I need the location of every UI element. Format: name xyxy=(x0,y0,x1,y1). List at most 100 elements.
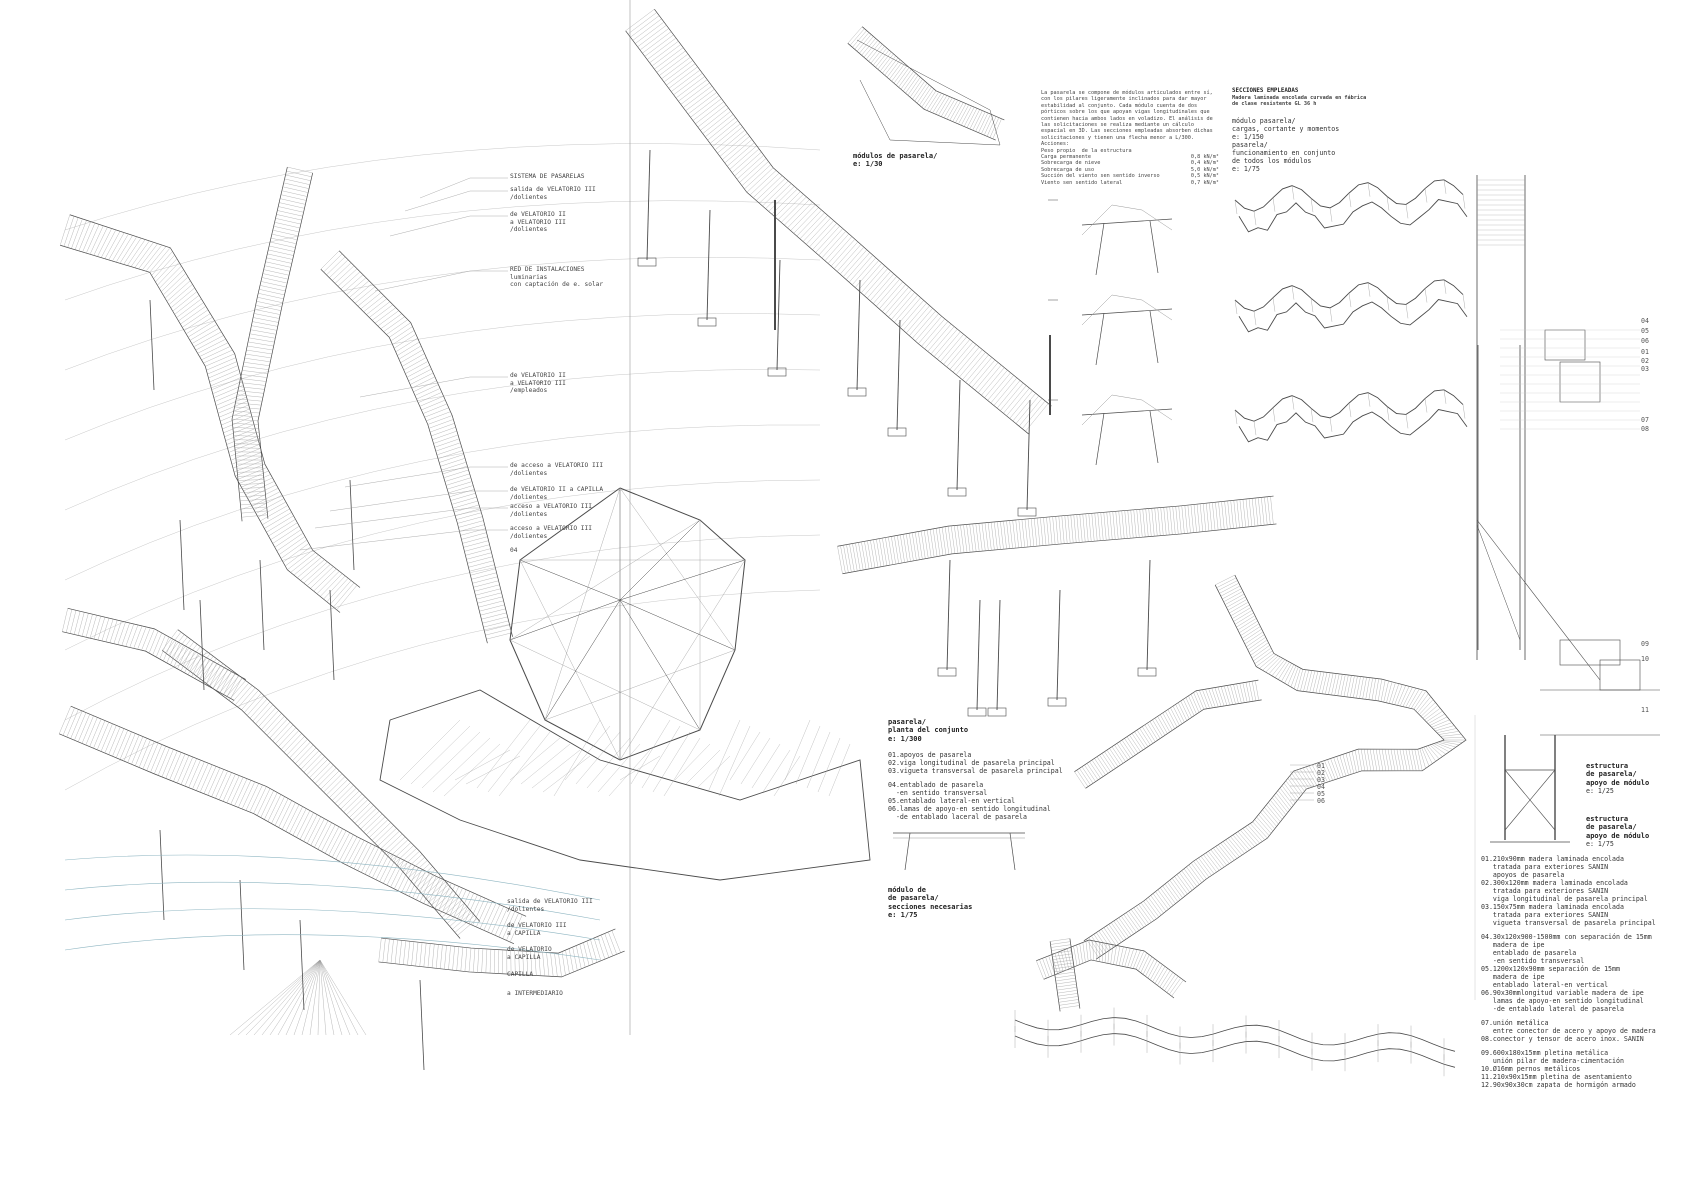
module-pillar xyxy=(896,319,901,431)
walkway-g-slat xyxy=(202,661,214,683)
plan-walkway-long-slat xyxy=(941,527,947,555)
plan-walkway-branch-slat xyxy=(1118,946,1124,966)
walkway-c-slat xyxy=(424,407,449,418)
walkway-f-slat xyxy=(464,947,468,972)
moment-diagram-member xyxy=(1329,207,1333,222)
contour-line xyxy=(64,143,821,231)
plan-walkway-branch-slat xyxy=(1147,723,1158,741)
walkway-c-slat xyxy=(323,253,343,273)
plan-walkway-long-slat xyxy=(1061,515,1065,544)
plan-framework xyxy=(1014,1033,1456,1068)
walkway-c-slat xyxy=(463,540,489,548)
tension-rod xyxy=(1476,519,1601,681)
plan-walkway-route-slat xyxy=(1331,673,1337,695)
plan-walkway-long-slat xyxy=(909,533,914,561)
walkway-g-slat xyxy=(141,627,151,651)
plan-walkway-branch-slat xyxy=(1135,950,1145,970)
module-walkway-slat xyxy=(900,300,924,328)
chapel-ridge xyxy=(619,599,701,731)
roof-hatch xyxy=(652,731,691,793)
loads-row: Sobrecarga de nieve 0,4 kN/m² xyxy=(1041,160,1219,167)
module-walkway-small-slat xyxy=(896,67,910,86)
plan-walkway-route-slat xyxy=(1378,679,1382,701)
walkway-c-slat xyxy=(464,544,490,552)
plan-walkway-route-slat xyxy=(1246,634,1265,648)
walkway-d-slat xyxy=(502,911,516,939)
plan-walkway-long-slat xyxy=(987,522,992,551)
module-walkway-slat xyxy=(756,175,783,201)
plan-walkway-long-slat xyxy=(849,544,855,572)
module-walkway-slat xyxy=(642,31,672,54)
plan-walkway-route-slat xyxy=(1424,708,1441,721)
module-walkway-slat xyxy=(768,186,795,212)
plan-walkway-route-slat xyxy=(1256,653,1274,667)
walkway-d-slat xyxy=(310,818,325,846)
plan-walkway-route-slat xyxy=(1402,687,1413,707)
cone-hatch xyxy=(301,959,321,1036)
plan-walkway-route-slat xyxy=(1252,821,1268,839)
walkway-g-slat xyxy=(121,622,130,646)
walkway-d-slat xyxy=(59,706,71,734)
plan-walkway-long-slat xyxy=(1203,503,1207,532)
plan-walkway-branch-slat xyxy=(1113,945,1117,965)
plan-walkway-long-slat xyxy=(1109,511,1113,540)
plan-walkway-route-slat xyxy=(1116,919,1129,938)
plan-walkway-route-slat xyxy=(1429,744,1443,757)
module-walkway-slat xyxy=(815,225,840,253)
plan-walkway-route-slat xyxy=(1363,749,1369,771)
leader-line xyxy=(374,270,471,292)
walkway-a-slat xyxy=(270,522,298,540)
module-footing xyxy=(1137,667,1157,677)
walkway-d-slat xyxy=(361,845,376,873)
walkway-b-slat xyxy=(237,394,263,398)
walkway-plan-view xyxy=(893,574,1467,1077)
walkway-d-slat xyxy=(494,907,508,936)
module-walkway-slat xyxy=(692,98,722,121)
plan-walkway-route-slat xyxy=(1342,754,1349,776)
label-acceso-velatorio-iii: de acceso a VELATORIO III /dolientes xyxy=(510,462,604,477)
walkway-c-slat xyxy=(349,280,370,298)
walkway-e-slat xyxy=(280,730,300,750)
walkway-a-slat xyxy=(287,550,313,570)
module-walkway-slat xyxy=(796,209,822,237)
walkway-d-slat xyxy=(408,869,423,897)
plan-walkway-long-slat xyxy=(1127,510,1131,539)
walkway-d-slat xyxy=(78,714,90,742)
module-walkway-slat xyxy=(943,336,967,365)
walkway-d-slat xyxy=(390,860,405,888)
walkway-c-slat xyxy=(332,262,352,281)
walkway-a-slat xyxy=(97,228,112,257)
terrain-contour xyxy=(64,854,601,901)
walkway-f-slat xyxy=(423,943,427,967)
plan-walkway-route-slat xyxy=(1247,637,1266,650)
plan-walkway-stub-slat xyxy=(1057,987,1077,991)
walkway-b-slat xyxy=(258,293,284,300)
plan-walkway-branch-slat xyxy=(1076,944,1081,965)
walkway-d-slat xyxy=(135,738,147,766)
plan-walkway-branch-slat xyxy=(1101,753,1114,771)
walkway-f-slat xyxy=(477,948,480,973)
plan-walkway-long-slat xyxy=(1034,518,1038,547)
spec-item: -en sentido transversal xyxy=(1481,957,1585,965)
plan-walkway-long-slat xyxy=(1267,496,1271,525)
walkway-a-slat xyxy=(224,424,255,437)
walkway-f-slat xyxy=(611,930,621,953)
plan-legend: 01.apoyos de pasarela 02.viga longitudin… xyxy=(888,751,1063,821)
plan-walkway-branch-slat xyxy=(1073,946,1078,966)
plan-walkway-route-slat xyxy=(1093,934,1107,953)
plan-walkway-branch-slat xyxy=(1165,711,1175,729)
module-walkway-slat xyxy=(802,215,828,242)
walkway-e-slat xyxy=(315,764,334,784)
roof-hatch xyxy=(696,755,731,789)
module-walkway-small-slat xyxy=(912,80,925,100)
walkway-a-slat xyxy=(208,365,239,379)
plan-walkway-branch-slat xyxy=(1157,968,1168,986)
walkway-e-slat xyxy=(394,845,414,864)
walkway-d-slat xyxy=(138,739,151,768)
plan-walkway-long-slat xyxy=(876,539,882,567)
walkway-b-slat xyxy=(249,333,276,339)
walkway-d-slat xyxy=(169,752,182,781)
plan-walkway-long-slat xyxy=(1175,506,1179,535)
spec-item: 05.1200x120x90mm separación de 15mm xyxy=(1481,965,1620,973)
roof-hatch xyxy=(795,725,821,785)
